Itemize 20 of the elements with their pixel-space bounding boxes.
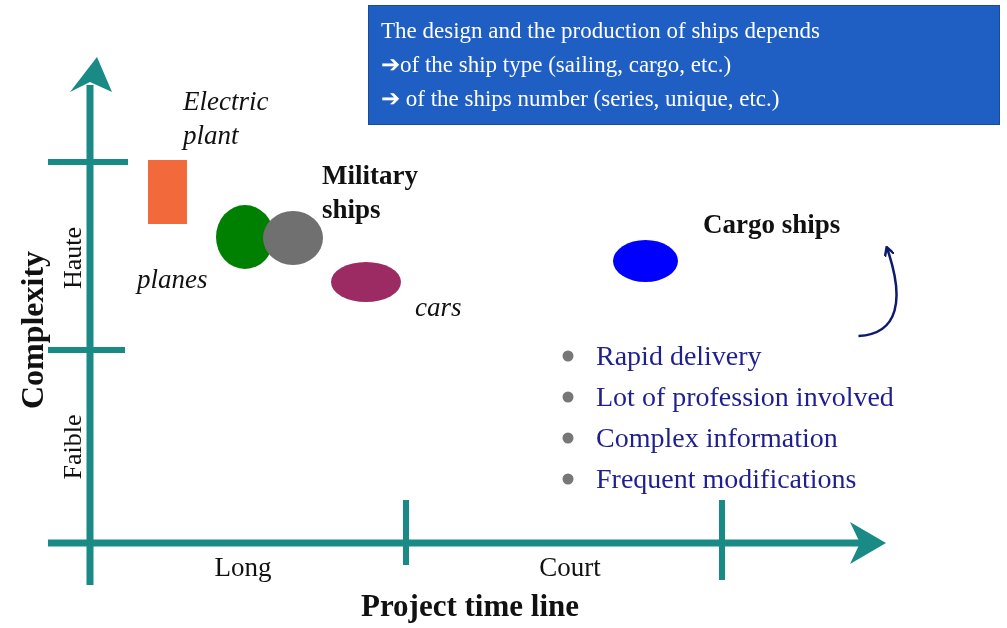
axis-title: Complexity: [15, 250, 51, 410]
point-label: Electric plant: [183, 85, 270, 152]
point-label: planes: [137, 263, 209, 296]
tick-label: Long: [214, 553, 272, 583]
list-item: Rapid delivery: [596, 340, 762, 372]
tick-label: Haute: [58, 226, 88, 290]
info-text: ➔ of the ships number (series, unique, etc.): [381, 85, 780, 113]
info-text: ➔of the ship type (sailing, cargo, etc.): [381, 51, 732, 79]
point-label: Cargo ships: [703, 208, 842, 241]
point-label: Military ships: [322, 159, 419, 226]
list-item: Complex information: [596, 422, 838, 454]
arrow: [858, 245, 898, 338]
point-label: cars: [415, 291, 463, 324]
list-item: Frequent modifications: [596, 463, 857, 495]
list-item: Lot of profession involved: [596, 381, 894, 413]
tick-label: Faible: [58, 414, 88, 480]
info-text: The design and the production of ships depends: [381, 17, 820, 45]
tick-label: Court: [539, 553, 601, 583]
info-box: [368, 5, 1000, 125]
axis-title: Project time line: [361, 588, 579, 624]
